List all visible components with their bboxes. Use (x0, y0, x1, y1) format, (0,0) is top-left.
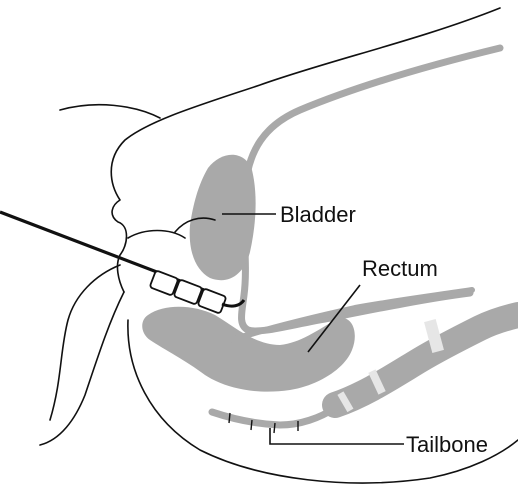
abdomen-contour (111, 8, 500, 292)
rectum-label: Rectum (362, 256, 438, 281)
probe-segment-1 (150, 270, 179, 295)
thigh-contour (60, 105, 160, 118)
body-outline (40, 8, 518, 483)
bladder-region (175, 48, 500, 331)
inner-thigh-line (40, 292, 124, 445)
coccyx-segments (212, 408, 335, 425)
probe-segment-3 (198, 288, 227, 313)
tailbone-leader-line (270, 428, 404, 444)
tailbone-label: Tailbone (406, 432, 488, 457)
probe-segment-2 (174, 279, 203, 304)
rectum-region (142, 290, 472, 392)
abdominal-wall-band (242, 48, 501, 331)
bladder-label: Bladder (280, 202, 356, 227)
upper-fold-line (128, 231, 185, 239)
